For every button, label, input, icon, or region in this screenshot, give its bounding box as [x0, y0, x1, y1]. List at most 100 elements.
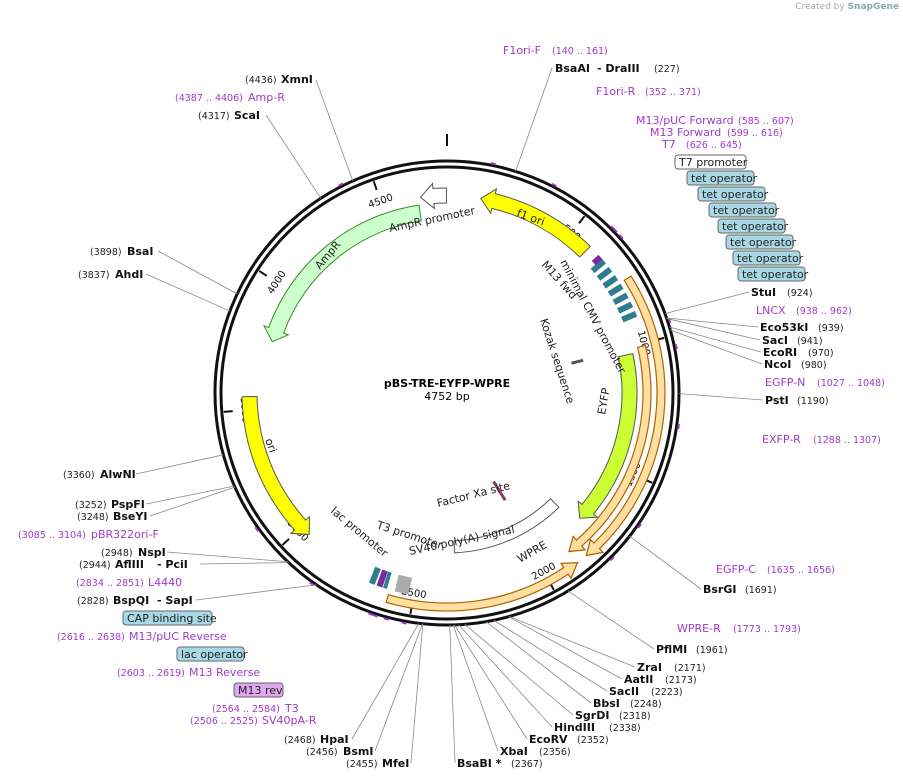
- enzyme-bseyi: BseYI: [113, 510, 147, 523]
- primer-t3: T3: [284, 702, 299, 715]
- kozak-mark: [571, 358, 584, 365]
- primer-sv40pa-r-range: (2506 .. 2525): [190, 716, 258, 727]
- primer-m13puc-fwd: M13/pUC Forward: [636, 114, 734, 127]
- leader-line: [678, 393, 764, 401]
- transcript-arrow: [568, 344, 652, 553]
- primer-site-mark: [677, 424, 680, 430]
- tet-operator-text-2: tet operator: [702, 188, 769, 201]
- primer-site-mark: [383, 617, 390, 621]
- enzyme-eco53ki: Eco53kI: [760, 321, 808, 334]
- m13-fwd-mark: [591, 254, 603, 266]
- leader-line: [458, 624, 553, 728]
- leader-line: [166, 551, 288, 563]
- tet-operator-box-5: [725, 234, 794, 250]
- primer-site-mark: [254, 526, 260, 532]
- primer-lncx-range: (938 .. 962): [796, 306, 852, 317]
- enzyme-alwni-pos: (3360): [63, 470, 95, 481]
- tick-label: 4500: [367, 192, 395, 211]
- primer-l4440-range: (2834 .. 2851): [76, 578, 144, 589]
- primer-exfp-r: EXFP-R: [762, 433, 801, 446]
- primer-site-mark: [368, 612, 374, 616]
- tet-operator-text-4: tet operator: [722, 220, 789, 233]
- promoter-block: [386, 572, 398, 591]
- enzyme-sgrdi-pos: (2318): [619, 711, 651, 722]
- leader-line: [351, 623, 420, 740]
- primer-site-mark: [609, 556, 615, 562]
- enzyme-ecori: EcoRI: [763, 346, 797, 359]
- feature-wpre: [453, 498, 560, 554]
- primer-labels: F1ori-F (140 .. 161) F1ori-R (352 .. 371…: [18, 44, 885, 727]
- tet-operator-text-6: tet operator: [737, 252, 804, 265]
- t7-promoter-text: T7 promoter: [678, 156, 748, 169]
- enzyme-ecorv: EcoRV: [529, 733, 568, 746]
- leader-line: [449, 624, 456, 764]
- enzyme-zrai-pos: (2171): [674, 663, 706, 674]
- enzyme-draiii: - DraIII: [597, 62, 640, 75]
- enzyme-bseyi-pos: (3248): [77, 512, 109, 523]
- enzyme-bbsi-pos: (2248): [630, 699, 662, 710]
- enzyme-hpai: HpaI: [320, 733, 349, 746]
- enzyme-ecorv-pos: (2352): [577, 735, 609, 746]
- primer-l4440: L4440: [148, 576, 182, 589]
- enzyme-eco53ki-pos: (939): [818, 323, 844, 334]
- enzyme-zrai: ZraI: [637, 661, 662, 674]
- credit-brand: SnapGene: [847, 2, 899, 12]
- enzyme-afliii: AflIII: [115, 558, 144, 571]
- leader-line: [199, 562, 289, 565]
- enzyme-nspi-pos: (2948): [101, 548, 133, 559]
- feature-eyfp: [577, 353, 638, 519]
- leader-line: [145, 485, 235, 505]
- primer-pbr322ori-f-range: (3085 .. 3104): [18, 530, 86, 541]
- backbone-inner: [219, 165, 675, 621]
- credit-prefix: Created by: [795, 2, 845, 12]
- primer-m13puc-fwd-range: (585 .. 607): [738, 116, 794, 127]
- enzyme-ncoi-pos: (980): [801, 360, 827, 371]
- snapgene-credit: Created by SnapGene: [795, 2, 899, 12]
- tet-operator-box-2: [697, 186, 766, 202]
- primer-m13puc-rev: M13/pUC Reverse: [129, 630, 227, 643]
- enzyme-xmni: XmnI: [281, 73, 313, 86]
- primer-sv40pa-r: SV40pA-R: [262, 714, 317, 727]
- leader-line: [265, 114, 322, 199]
- m13-rev-text: M13 rev: [238, 684, 283, 697]
- ori-label: ori: [262, 437, 279, 455]
- boxed-labels-right: T7 promoter tet operator tet operator te…: [674, 154, 809, 282]
- enzyme-bsai-pos: (3898): [90, 247, 122, 258]
- primer-egfp-c-range: (1635 .. 1656): [767, 565, 835, 576]
- promoter-block: [369, 566, 381, 585]
- enzyme-psti: PstI: [765, 394, 789, 407]
- primer-lncx: LNCX: [756, 304, 786, 317]
- primer-egfp-n: EGFP-N: [765, 376, 805, 389]
- enzyme-hpai-pos: (2468): [284, 735, 316, 746]
- wpre-label: WPRE: [515, 538, 549, 565]
- enzyme-bsaai-pos: (227): [654, 64, 680, 75]
- tick-mark: [372, 180, 378, 191]
- feature-ampr-promoter: [419, 182, 447, 210]
- m13-rev-box: [233, 682, 284, 698]
- t7-promoter-box: [674, 154, 747, 170]
- enzyme-bsabi: BsaBI *: [457, 757, 502, 770]
- primer-f1ori-f-range: (140 .. 161): [552, 46, 608, 57]
- enzyme-labels-right: BsaAI - DraIII (227) StuI (924) Eco53kI …: [457, 62, 844, 770]
- leader-line: [454, 624, 528, 740]
- leader-line: [670, 329, 763, 365]
- enzyme-bsai: BsaI: [127, 245, 153, 258]
- primer-m13puc-rev-range: (2616 .. 2638): [57, 632, 125, 643]
- primer-egfp-c: EGFP-C: [716, 563, 756, 576]
- plasmid-size: 4752 bp: [424, 390, 469, 403]
- primer-t7: T7: [661, 138, 676, 151]
- leader-line: [149, 486, 236, 517]
- tet-operator-block: [590, 258, 606, 274]
- promoter-block: [376, 569, 388, 588]
- eyfp-label: EYFP: [595, 387, 612, 416]
- tet-operator-box-6: [732, 250, 801, 266]
- feature-f1-ori: [480, 187, 591, 258]
- primer-exfp-r-range: (1288 .. 1307): [813, 435, 881, 446]
- enzyme-sgrdi: SgrDI: [575, 709, 609, 722]
- primer-site-mark: [372, 614, 379, 618]
- leader-line: [195, 584, 317, 601]
- leader-line: [515, 67, 553, 172]
- primer-site-mark: [490, 162, 496, 166]
- cap-binding-box: [122, 610, 213, 626]
